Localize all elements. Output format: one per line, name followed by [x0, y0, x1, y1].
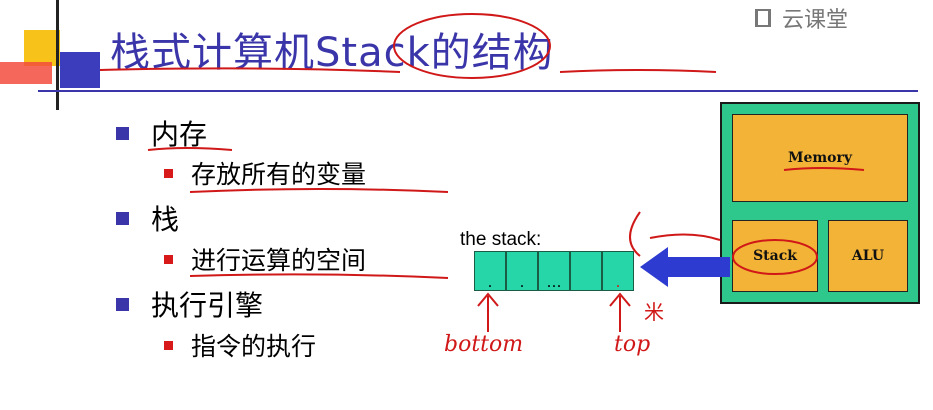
- stack-cell: [570, 251, 602, 291]
- bottom-arrow-icon: [477, 292, 499, 332]
- subbullet-square-icon: [164, 340, 173, 350]
- bullet-engine: 执行引擎: [116, 284, 263, 324]
- logo-vertical-line: [56, 0, 59, 110]
- alu-box: ALU: [828, 220, 908, 292]
- stack-cell: .: [506, 251, 538, 291]
- subbullet-square-icon: [164, 168, 173, 178]
- book-icon: [755, 9, 771, 27]
- bullet-square-icon: [116, 297, 129, 311]
- bullet-stack: 栈: [116, 198, 179, 238]
- stack-cell: .: [474, 251, 506, 291]
- watermark: 云课堂: [752, 2, 848, 34]
- memory-box: Memory: [732, 114, 908, 202]
- annotation-top: top: [614, 332, 651, 357]
- bullet-memory: 内存: [116, 113, 207, 153]
- hand-curve-mark: [629, 211, 721, 257]
- watermark-text: 云课堂: [782, 8, 849, 33]
- stack-cell: …: [538, 251, 570, 291]
- subbullet-stack-desc: 进行运算的空间: [164, 241, 366, 277]
- bullet-text: 执行引擎: [151, 289, 264, 322]
- blue-arrow-icon: [640, 247, 730, 287]
- bullet-text: 栈: [151, 203, 180, 236]
- subbullet-engine-desc: 指令的执行: [164, 327, 316, 363]
- top-arrow-icon: [609, 292, 631, 332]
- slide-logo-decoration: [0, 0, 100, 110]
- subbullet-text: 指令的执行: [191, 332, 317, 361]
- bullet-text: 内存: [151, 118, 208, 151]
- title-underline-mark-2: [559, 69, 717, 73]
- subbullet-text: 存放所有的变量: [191, 160, 367, 189]
- logo-red-bar: [0, 62, 52, 84]
- stack-diagram-label: the stack:: [460, 229, 542, 250]
- logo-yellow-square: [24, 30, 60, 66]
- bullet-square-icon: [116, 126, 129, 140]
- logo-blue-square: [60, 52, 100, 88]
- annotation-top-note: 米: [644, 300, 664, 324]
- subbullet-text: 进行运算的空间: [191, 246, 367, 275]
- stack-cell-top: .: [602, 251, 634, 291]
- annotation-bottom: bottom: [444, 332, 524, 357]
- title-underline-rule: [38, 90, 918, 92]
- bullet-square-icon: [116, 211, 129, 225]
- subbullet-memory-desc: 存放所有的变量: [164, 155, 366, 191]
- subbullet-square-icon: [164, 254, 173, 264]
- slide-title: 栈式计算机Stack的结构: [110, 30, 554, 76]
- computer-diagram: Memory Stack ALU: [720, 102, 920, 304]
- stack-box: Stack: [732, 220, 818, 292]
